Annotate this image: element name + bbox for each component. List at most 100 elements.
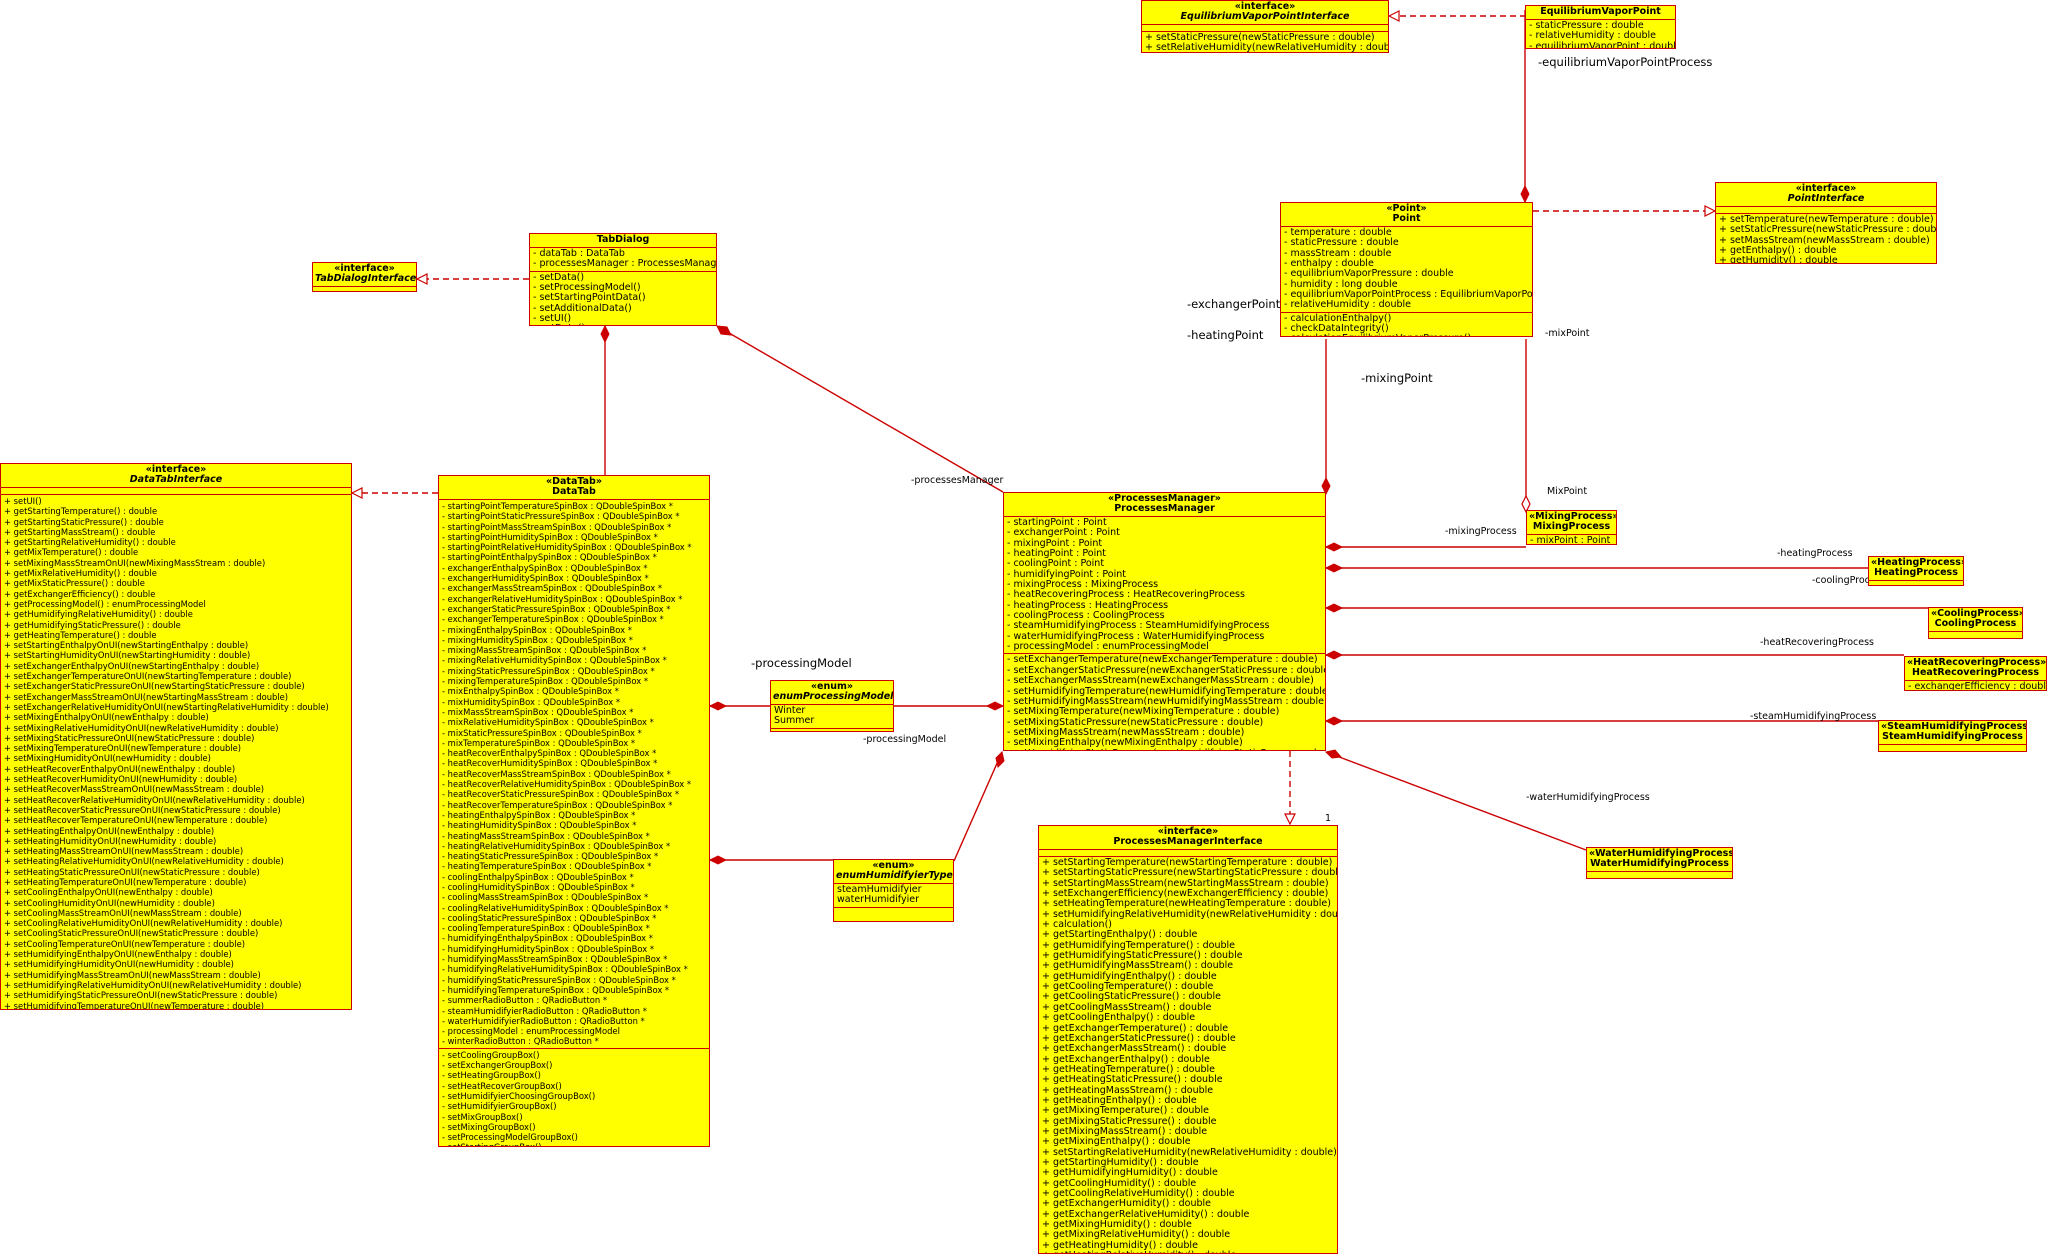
class-point[interactable]: «Point»Point- temperature : double- stat… <box>1280 202 1533 337</box>
class-method: - setMixingTemperature(newMixingTemperat… <box>1007 706 1280 718</box>
class-method: + getHeatingStaticPressure() : double <box>1042 1074 1223 1086</box>
class-methods-section: + setStaticPressure(newStaticPressure : … <box>1142 32 1388 52</box>
class-header: «enum»enumProcessingModel <box>771 681 893 705</box>
class-methods-section: + setUI()+ getStartingTemperature() : do… <box>1 495 351 1010</box>
class-stereotype: «CoolingProcess» <box>1931 608 2023 619</box>
class-stereotype: «Point» <box>1386 203 1427 214</box>
class-mixing-process[interactable]: «MixingProcess»MixingProcess- mixPoint :… <box>1526 510 1617 545</box>
class-method: + setStartingMassStream(newStartingMassS… <box>1042 877 1329 889</box>
class-attribute: - heatingRelativeHumiditySpinBox : QDoub… <box>442 840 671 851</box>
class-water-humidifying-process[interactable]: «WaterHumidifyingProcess»WaterHumidifyin… <box>1586 847 1733 879</box>
class-method: - setProcessingModel() <box>533 282 641 294</box>
class-steam-humidifying-process[interactable]: «SteamHumidifyingProcess»SteamHumidifyin… <box>1878 720 2027 752</box>
diamond-manager-ht <box>995 751 1005 768</box>
class-attribute: - heatingHumiditySpinBox : QDoubleSpinBo… <box>442 820 637 831</box>
class-cooling-process[interactable]: «CoolingProcess»CoolingProcess <box>1928 607 2023 639</box>
class-attributes-section <box>1 488 351 495</box>
class-tab-dialog[interactable]: TabDialog- dataTab : DataTab- processesM… <box>529 233 717 326</box>
class-method: + getHeatingTemperature() : double <box>4 629 157 640</box>
class-method: + setExchangerMassStreamOnUI(newStarting… <box>4 691 289 702</box>
label-heat-recovering-process: -heatRecoveringProcess <box>1760 637 1874 648</box>
class-heating-process[interactable]: «HeatingProcess»HeatingProcess <box>1868 556 1964 586</box>
class-method: + setHeatingRelativeHumidityOnUI(newRela… <box>4 856 284 867</box>
class-attribute: - heatingStaticPressureSpinBox : QDouble… <box>442 851 659 862</box>
class-attribute: - mixEnthalpySpinBox : QDoubleSpinBox * <box>442 686 619 697</box>
class-equilibrium-vapor-point-interface[interactable]: «interface»EquilibriumVaporPointInterfac… <box>1141 0 1389 53</box>
class-attributes-section <box>1039 850 1337 857</box>
class-attribute: - humidity : long double <box>1284 278 1398 290</box>
label-processing-model-manager: -processingModel <box>863 734 947 745</box>
class-method: + setHeatingHumidityOnUI(newHumidity : d… <box>4 835 217 846</box>
class-method: - calculationEnthalpy() <box>1284 312 1392 324</box>
class-method: + setCoolingRelativeHumidityOnUI(newRela… <box>4 918 283 929</box>
class-method: + setHeatingMassStreamOnUI(newMassStream… <box>4 846 244 857</box>
class-name: EquilibriumVaporPointInterface <box>1180 11 1350 22</box>
class-processes-manager-interface[interactable]: «interface»ProcessesManagerInterface + se… <box>1038 825 1338 1254</box>
class-tab-dialog-interface[interactable]: «interface»TabDialogInterface+ makeCalcu… <box>312 262 417 292</box>
class-method: - setAdditionalData() <box>533 302 632 314</box>
class-method: + setHeatingTemperatureOnUI(newTemperatu… <box>4 876 247 887</box>
class-name: enumHumidifyierType <box>836 870 953 881</box>
class-attribute: - startingPointStaticPressureSpinBox : Q… <box>442 511 680 522</box>
class-method: + getHumidifyingStaticPressure() : doubl… <box>4 619 181 630</box>
class-method: + getMixTemperature() : double <box>4 547 139 558</box>
class-attribute: - mixMassStreamSpinBox : QDoubleSpinBox … <box>442 706 634 717</box>
class-attribute: - exchangerPoint : Point <box>1007 527 1120 539</box>
class-attribute: - mixingPoint : Point <box>1007 537 1103 549</box>
diamond-steam <box>1324 716 1344 726</box>
class-data-tab[interactable]: «DataTab»DataTab- startingPointTemperatu… <box>438 475 710 1147</box>
class-attribute: - startingPointMassStreamSpinBox : QDoub… <box>442 521 672 532</box>
class-method: - setMixingMassStream(newMassStream : do… <box>1007 726 1245 738</box>
class-attribute: - equilibriumVaporPoint : double <box>1529 40 1676 49</box>
class-method: + setHumidifyingRelativeHumidityOnUI(new… <box>4 979 302 990</box>
class-attribute: - mixingMassStreamSpinBox : QDoubleSpinB… <box>442 645 647 656</box>
class-processes-manager[interactable]: «ProcessesManager»ProcessesManager- star… <box>1003 492 1326 751</box>
class-stereotype: «interface» <box>1795 183 1857 194</box>
class-method: + setHumidifyingRelativeHumidity(newRela… <box>1042 908 1338 920</box>
class-method: + setHumidifyingTemperatureOnUI(newTempe… <box>4 1000 265 1010</box>
class-stereotype: «interface» <box>334 263 395 274</box>
class-method: + getStartingRelativeHumidity() : double <box>4 537 176 548</box>
class-header: «interface»PointInterface <box>1716 183 1936 207</box>
class-attributes-section: - exchangerEfficiency : double <box>1905 681 2046 690</box>
class-method: - setExchangerStaticPressure(newExchange… <box>1007 664 1326 676</box>
class-method: - setHumidifyingTemperature(newHumidifyi… <box>1007 685 1326 697</box>
class-method: - setHumidifyierChoosingGroupBox() <box>442 1090 596 1101</box>
class-attributes-section <box>1869 581 1963 585</box>
class-attribute: Winter <box>774 705 806 716</box>
class-method: + getHumidifyingRelativeHumidity() : dou… <box>4 609 193 620</box>
class-name: DataTab <box>552 486 596 497</box>
class-method: + getMixingStaticPressure() : double <box>1042 1115 1217 1127</box>
class-name: WaterHumidifyingProcess <box>1590 858 1729 869</box>
class-attribute: waterHumidifyier <box>837 894 919 906</box>
class-attribute: - processesManager : ProcessesManager <box>533 258 717 270</box>
class-equilibrium-vapor-point[interactable]: EquilibriumVaporPoint- staticPressure : … <box>1525 5 1676 49</box>
class-attributes-section <box>1587 872 1732 878</box>
assoc-tabdialog-manager <box>716 325 1004 493</box>
class-method: - setHeatRecoverGroupBox() <box>442 1080 562 1091</box>
class-method: + getHumidifyingStaticPressure() : doubl… <box>1042 950 1243 962</box>
class-method: - setMixingStaticPressure(newStaticPress… <box>1007 716 1264 728</box>
class-data-tab-interface[interactable]: «interface»DataTabInterface+ setUI()+ ge… <box>0 463 352 1010</box>
class-method: + getHeatingTemperature() : double <box>1042 1063 1216 1075</box>
class-method: + getExchangerRelativeHumidity() : doubl… <box>1042 1208 1250 1220</box>
class-attribute: - heatRecoverRelativeHumiditySpinBox : Q… <box>442 779 692 790</box>
class-attribute: - coolingTemperatureSpinBox : QDoubleSpi… <box>442 923 650 934</box>
class-method: + getMixingRelativeHumidity() : double <box>1042 1229 1231 1241</box>
class-name: SteamHumidifyingProcess <box>1882 731 2023 742</box>
class-method: - setMixGroupBox() <box>442 1111 523 1122</box>
diamond-cooling <box>1324 603 1344 613</box>
class-heat-recovering-process[interactable]: «HeatRecoveringProcess»HeatRecoveringPro… <box>1904 656 2047 691</box>
class-method: + setStaticPressure(newStaticPressure : … <box>1719 224 1937 236</box>
class-attribute: - startingPointTemperatureSpinBox : QDou… <box>442 501 673 511</box>
class-stereotype: «interface» <box>145 464 207 475</box>
class-method: + getExchangerEfficiency() : double <box>4 588 156 599</box>
class-header: «interface»ProcessesManagerInterface <box>1039 826 1337 850</box>
class-method: + getHeatingHumidity() : double <box>1042 1239 1198 1251</box>
class-point-interface[interactable]: «interface»PointInterface+ setTemperatur… <box>1715 182 1937 264</box>
class-attribute: - humidifyingMassStreamSpinBox : QDouble… <box>442 954 668 965</box>
class-name: Point <box>1392 213 1421 224</box>
